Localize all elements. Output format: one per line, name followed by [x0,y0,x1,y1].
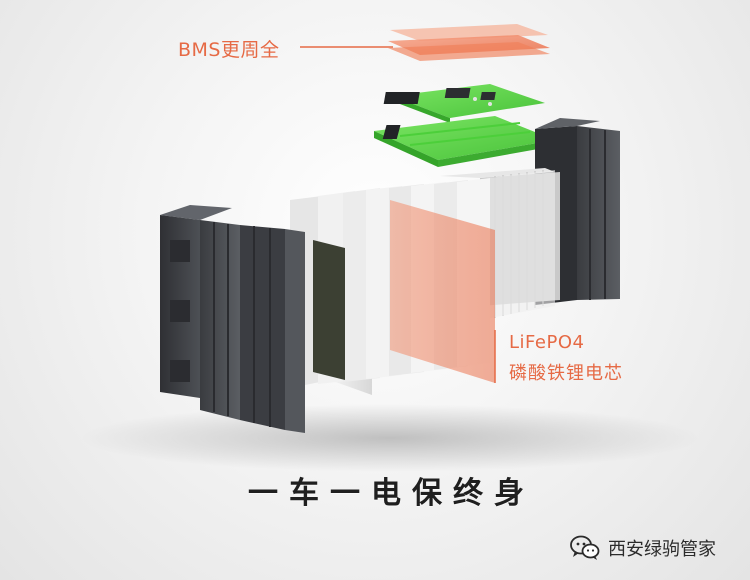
floor-shadow [80,404,700,472]
busbar-board [374,116,555,167]
cell-type-label: 磷酸铁锂电芯 [509,363,623,384]
account-watermark: 西安绿驹管家 [569,534,716,562]
cell-chemistry-label: LiFePO4 [509,332,585,353]
cell-highlight-overlay [390,200,495,383]
account-name: 西安绿驹管家 [608,539,716,560]
warranty-slogan: 一车一电保终身 [248,476,535,511]
bms-top-layers [388,24,550,61]
bms-circuit-board [383,84,545,123]
bms-label: BMS更周全 [178,39,280,61]
left-end-plate [160,205,305,433]
wechat-icon [570,535,600,560]
